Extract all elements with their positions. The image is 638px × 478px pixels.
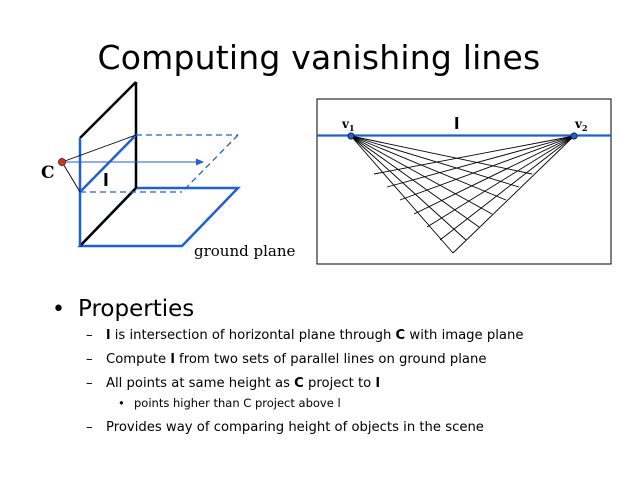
list-item-text: l is intersection of horizontal plane th… bbox=[106, 328, 524, 343]
left-figure: C l ground plane bbox=[41, 81, 295, 260]
horizon-label-right: l bbox=[454, 114, 459, 133]
sub-list-item: • points higher than C project above l bbox=[118, 396, 523, 416]
list-item-text: Compute l from two sets of parallel line… bbox=[106, 352, 487, 367]
list-item-text: Provides way of comparing height of obje… bbox=[106, 420, 484, 435]
page-title: Computing vanishing lines bbox=[97, 38, 541, 77]
horizon-label-left: l bbox=[103, 171, 109, 191]
list-dash: – bbox=[86, 376, 93, 391]
v2-label: v2 bbox=[574, 117, 588, 133]
bullet-dot: • bbox=[52, 296, 65, 322]
vanishing-point-v1 bbox=[347, 132, 355, 140]
bullet-properties: • Properties bbox=[52, 296, 523, 322]
camera-label: C bbox=[41, 163, 55, 183]
v1-label: v1 bbox=[341, 117, 355, 133]
perspective-grid bbox=[350, 135, 575, 254]
list-dash: – bbox=[86, 420, 93, 435]
camera-arrow-head bbox=[196, 158, 204, 166]
list-item: – l is intersection of horizontal plane … bbox=[86, 328, 523, 348]
right-figure: v1 l v2 bbox=[316, 98, 612, 265]
horizontal-plane-right-edge bbox=[181, 134, 239, 193]
list-item: – Provides way of comparing height of ob… bbox=[86, 420, 523, 440]
properties-heading: Properties bbox=[78, 296, 195, 322]
list-dash: – bbox=[86, 328, 93, 343]
image-plane-top-edge bbox=[79, 81, 137, 139]
list-item-text: All points at same height as C project t… bbox=[106, 376, 380, 391]
sub-bullet-dot: • bbox=[118, 396, 125, 410]
ground-plane-label: ground plane bbox=[194, 242, 295, 260]
ground-plane bbox=[77, 186, 241, 248]
camera-center-point bbox=[58, 157, 67, 166]
list-dash: – bbox=[86, 352, 93, 367]
image-frame bbox=[316, 98, 612, 265]
image-plane-bottom-edge bbox=[79, 187, 137, 247]
vanishing-point-v2 bbox=[570, 132, 578, 140]
properties-list: • Properties – l is intersection of hori… bbox=[52, 296, 523, 440]
list-item: – Compute l from two sets of parallel li… bbox=[86, 352, 523, 372]
horizon-line-l bbox=[79, 134, 137, 193]
camera-ray-lower bbox=[61, 161, 81, 193]
list-item: – All points at same height as C project… bbox=[86, 376, 523, 396]
camera-ray-upper bbox=[61, 134, 137, 163]
sub-list-item-text: points higher than C project above l bbox=[134, 396, 341, 410]
